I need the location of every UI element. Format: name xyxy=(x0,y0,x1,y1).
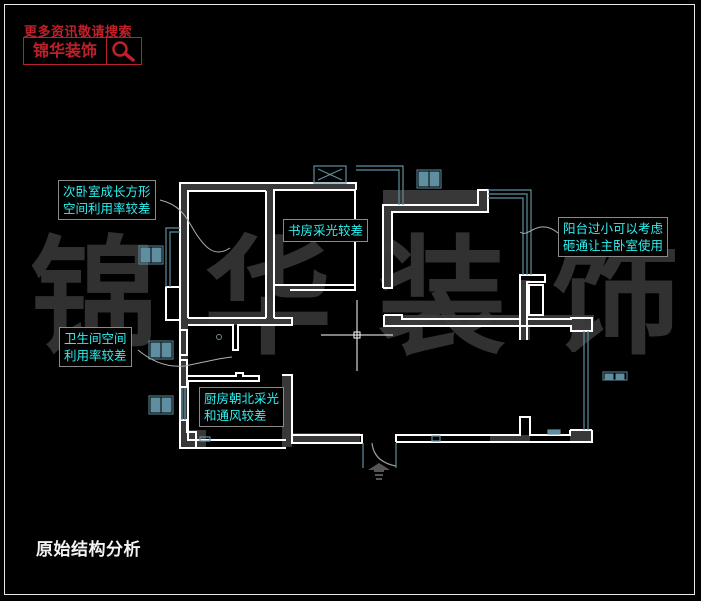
wall-line xyxy=(519,274,546,340)
window-line xyxy=(165,227,180,287)
wall-line xyxy=(180,359,188,388)
brand-tagline: 更多资讯敬请搜索 xyxy=(24,25,133,40)
window-line xyxy=(488,189,532,275)
wall-segment xyxy=(384,315,594,326)
note-balcony: 阳台过小可以考虑 砸通让主卧室使用 xyxy=(558,217,669,257)
brand-search-box[interactable]: 锦华装饰 xyxy=(23,37,142,65)
note-text: 和通风较差 xyxy=(204,408,267,423)
wall-segment xyxy=(282,375,292,447)
note-text: 阳台过小可以考虑 xyxy=(563,221,664,236)
magnifier-icon[interactable] xyxy=(107,38,141,64)
wall-segment xyxy=(572,316,593,330)
wall-line xyxy=(179,300,286,449)
wall-segment xyxy=(266,183,356,190)
wall-line xyxy=(383,315,527,327)
closet-box xyxy=(528,284,544,316)
cad-crosshair xyxy=(321,300,393,371)
fixture xyxy=(547,429,561,435)
wall-line xyxy=(395,416,571,442)
note-text: 厨房朝北采光 xyxy=(204,391,280,406)
leader-line xyxy=(519,226,559,234)
wall-line xyxy=(347,182,357,190)
wall-fills xyxy=(180,183,594,448)
note-text: 砸通让主卧室使用 xyxy=(563,238,664,253)
note-kitchen: 厨房朝北采光 和通风较差 xyxy=(199,387,285,427)
closet-box xyxy=(165,286,181,321)
wall-segment xyxy=(520,280,530,340)
window-line xyxy=(169,231,180,287)
wall-segment xyxy=(383,190,488,212)
wall-line xyxy=(180,329,188,356)
window-line xyxy=(488,193,528,275)
entry-arrow-icon xyxy=(368,463,390,480)
note-bathroom: 卫生间空间 利用率较差 xyxy=(59,327,132,367)
wall-segment xyxy=(490,435,530,443)
wall-line xyxy=(273,189,356,318)
wall-line xyxy=(384,314,520,320)
ac-unit-icon xyxy=(138,245,164,265)
wall-segment xyxy=(383,190,392,288)
wall-segment xyxy=(180,183,188,448)
leader-lines xyxy=(137,199,559,367)
note-study: 书房采光较差 xyxy=(283,219,369,242)
drawing-frame xyxy=(4,4,695,595)
windows xyxy=(165,165,589,468)
wall-line xyxy=(188,372,260,382)
ac-units xyxy=(138,169,628,415)
ac-unit-icon xyxy=(416,169,442,189)
wall-segment xyxy=(180,183,270,191)
wall-segment xyxy=(188,318,290,325)
wall-line xyxy=(179,182,347,300)
wall-outlines xyxy=(165,182,593,449)
wall-segment xyxy=(290,433,360,443)
leader-line xyxy=(159,199,231,253)
note-secondary-bedroom: 次卧室成长方形 空间利用率较差 xyxy=(58,180,156,220)
door-swing xyxy=(371,442,397,467)
wall-segment xyxy=(266,183,274,318)
note-text: 卫生间空间 xyxy=(64,331,127,346)
fixture xyxy=(431,435,441,442)
note-text: 次卧室成长方形 xyxy=(63,184,151,199)
note-text: 空间利用率较差 xyxy=(63,201,151,216)
wall-line xyxy=(282,374,363,444)
ac-unit-icon xyxy=(602,371,628,381)
wall-line xyxy=(187,190,266,318)
window-line xyxy=(356,169,400,205)
note-text: 书房采光较差 xyxy=(288,223,364,238)
note-text: 利用率较差 xyxy=(64,348,127,363)
plan-title: 原始结构分析 xyxy=(36,540,141,560)
window-line xyxy=(356,165,404,205)
fixture xyxy=(199,436,211,442)
wall-line xyxy=(396,430,593,443)
ac-unit-icon xyxy=(148,395,174,415)
wall-line xyxy=(188,317,293,351)
leader-line xyxy=(137,349,233,367)
window-line xyxy=(488,197,524,275)
wall-segment xyxy=(570,430,592,442)
wall-line xyxy=(187,381,286,441)
brand-name: 锦华装饰 xyxy=(24,38,107,64)
ac-unit-icon xyxy=(148,340,174,360)
ac-unit xyxy=(313,165,347,184)
wall-line xyxy=(274,284,356,291)
wall-line xyxy=(527,317,593,332)
drain-icon xyxy=(216,334,222,340)
ac-unit-cross xyxy=(317,168,343,181)
